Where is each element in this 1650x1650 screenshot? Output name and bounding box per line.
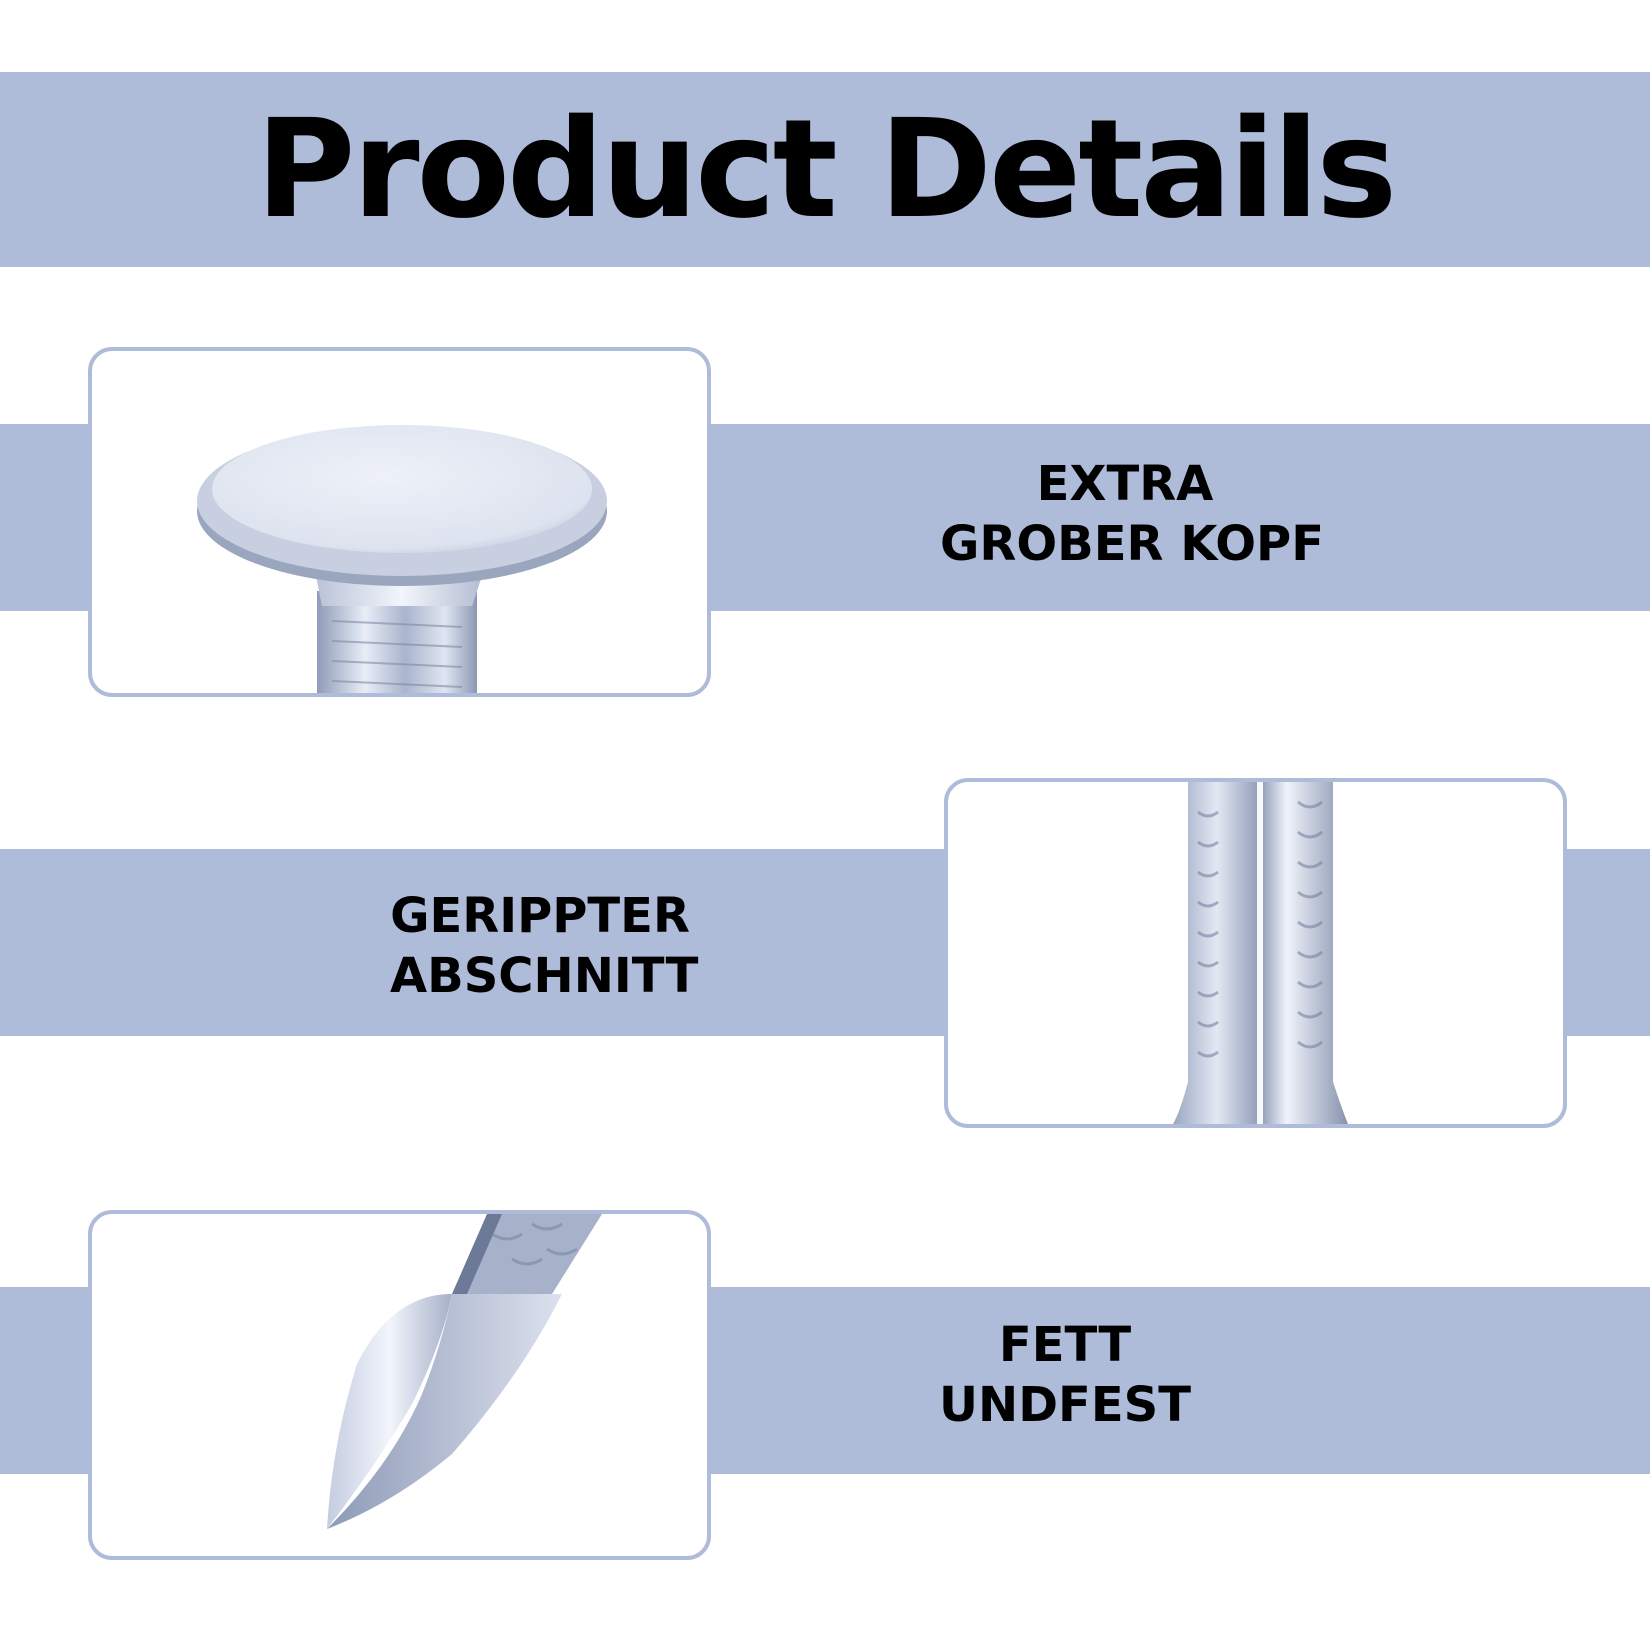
feature-label-fett-undfest: FETT UNDFEST xyxy=(935,1315,1195,1435)
page-title: Product Details xyxy=(255,90,1397,249)
nail-tip-image xyxy=(327,1214,602,1529)
feature-label-gerippter-abschnitt: GERIPPTER ABSCHNITT xyxy=(390,886,699,1006)
feature-label-line: GROBER KOPF xyxy=(940,516,1325,572)
feature-label-line: FETT xyxy=(998,1317,1132,1373)
title-banner xyxy=(0,72,1650,267)
feature-label-line: UNDFEST xyxy=(939,1377,1191,1433)
ribbed-shank-card xyxy=(944,778,1567,1128)
feature-label-line: GERIPPTER xyxy=(390,888,690,944)
feature-label-line: ABSCHNITT xyxy=(390,948,699,1004)
feature-label-extra-grober-kopf: EXTRA GROBER KOPF xyxy=(940,454,1325,574)
nail-head-card xyxy=(88,347,711,697)
nail-tip-card xyxy=(88,1210,711,1560)
feature-label-line: EXTRA xyxy=(1036,456,1214,512)
nail-head-image xyxy=(197,425,607,693)
ribbed-shank-image xyxy=(1173,782,1348,1124)
